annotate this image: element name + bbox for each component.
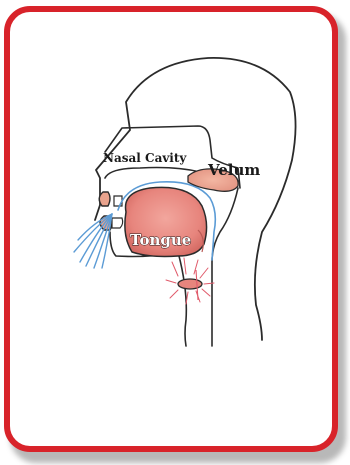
vocal-folds [178, 279, 202, 289]
nasal-cavity-label: Nasal Cavity [103, 151, 187, 165]
tongue-label: Tongue [130, 231, 191, 249]
palate-outline [105, 168, 200, 179]
upper-lip [99, 192, 110, 206]
velum-label: Velum [207, 161, 260, 179]
pharynx-wall [212, 188, 238, 346]
airflow-exit-icon [74, 214, 112, 268]
lower-teeth [112, 218, 123, 228]
